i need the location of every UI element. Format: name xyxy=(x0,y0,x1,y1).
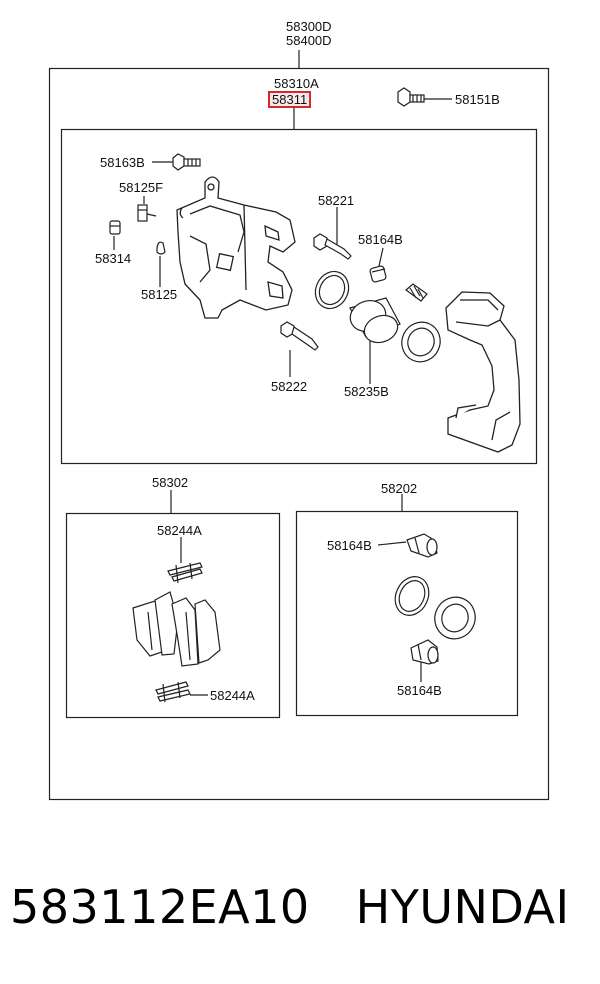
label-58125f: 58125F xyxy=(119,180,164,195)
label-58235b: 58235B xyxy=(344,384,389,399)
label-58221: 58221 xyxy=(318,193,355,208)
bleeder-58125-shape xyxy=(156,241,166,255)
label-58125: 58125 xyxy=(141,287,178,302)
clip-bottom-shape xyxy=(155,681,191,703)
brake-pads-shape xyxy=(132,591,221,667)
caption-brand: HYUNDAI xyxy=(355,880,570,934)
kit-seal-ring-shape xyxy=(394,576,430,616)
label-58244a-top: 58244A xyxy=(157,523,202,538)
label-58164b: 58164B xyxy=(358,232,403,247)
kit-boot-top-shape xyxy=(406,533,438,558)
boot-58164b-shape xyxy=(369,265,387,283)
pin-58222-shape xyxy=(280,321,319,351)
label-caliper-assy: 58310A xyxy=(274,76,319,91)
label-highlighted-part[interactable]: 58311 xyxy=(268,91,312,108)
plug-58314-shape xyxy=(109,220,121,235)
caption-part-number: 583112EA10 xyxy=(10,880,310,934)
clip-top-shape xyxy=(167,562,203,584)
label-seal-kit: 58202 xyxy=(381,481,418,496)
label-58314: 58314 xyxy=(95,251,132,266)
outer-frame xyxy=(48,67,550,801)
cap-58125f-shape xyxy=(137,204,157,222)
caliper-frame xyxy=(60,128,538,465)
piston-58235b-shape xyxy=(349,297,401,344)
seal-kit-frame xyxy=(295,510,519,717)
pin-58221-shape xyxy=(313,233,352,260)
bolt-58163b-shape xyxy=(172,153,201,171)
leader-58164b xyxy=(378,247,384,267)
bolt-58151b-shape xyxy=(397,87,425,107)
label-kit-boot-top: 58164B xyxy=(327,538,372,553)
carrier-bracket-shape xyxy=(445,291,521,453)
kit-boot-ring-shape xyxy=(434,596,476,640)
leader-kit-boot-top xyxy=(377,541,407,546)
caliper-body-shape xyxy=(176,176,296,319)
dust-boot-shape xyxy=(401,321,441,363)
label-58244a-bottom: 58244A xyxy=(210,688,255,703)
label-assembly-1: 58300D xyxy=(286,19,332,34)
label-pad-kit: 58302 xyxy=(152,475,189,490)
spring-boot-shape xyxy=(405,283,428,302)
pad-kit-frame xyxy=(65,512,281,719)
label-58222: 58222 xyxy=(271,379,308,394)
label-assembly-2: 58400D xyxy=(286,33,332,48)
label-58163b: 58163B xyxy=(100,155,145,170)
label-58151b: 58151B xyxy=(455,92,500,107)
label-kit-boot-bottom: 58164B xyxy=(397,683,442,698)
seal-ring-shape xyxy=(314,270,350,310)
kit-boot-bottom-shape xyxy=(410,639,439,665)
parts-diagram xyxy=(48,50,550,801)
caption: 583112EA10 HYUNDAI xyxy=(10,880,570,934)
